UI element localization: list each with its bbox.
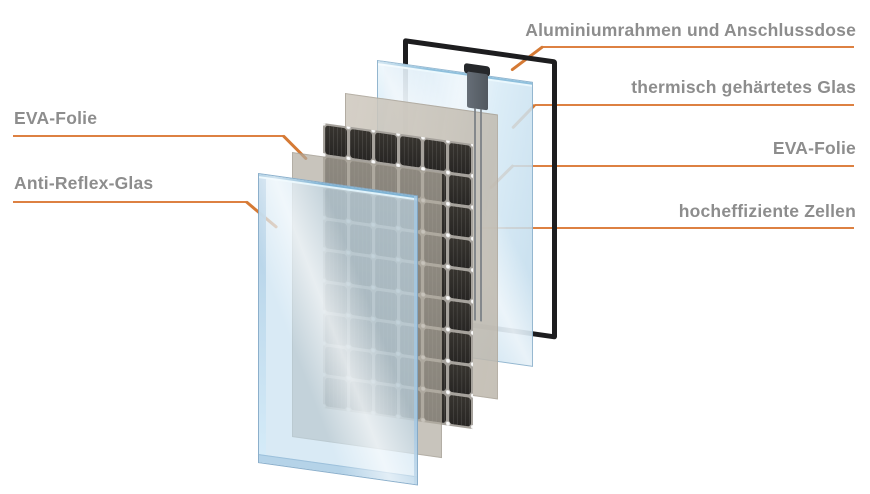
junction-box-cable <box>474 108 476 321</box>
leader-line-anti-reflex-glass <box>13 201 246 203</box>
solar-cell <box>449 205 471 238</box>
label-tempered-glass: thermisch gehärtetes Glas <box>631 77 856 97</box>
label-cells: hocheffiziente Zellen <box>678 201 856 221</box>
solar-cell <box>449 332 471 364</box>
solar-cell <box>449 237 471 270</box>
solar-cell <box>449 363 471 396</box>
solar-cell <box>449 142 471 175</box>
solar-cell <box>449 268 471 301</box>
solar-cell <box>449 395 471 427</box>
solar-cell <box>349 128 372 161</box>
label-eva-foil-front: EVA-Folie <box>14 108 98 128</box>
solar-cell <box>399 135 422 168</box>
solar-cell <box>374 132 397 164</box>
leader-line-eva-foil-back <box>513 165 854 167</box>
solar-cell <box>449 300 471 333</box>
label-aluminium-frame: Aluminiumrahmen und Anschlussdose <box>525 20 856 40</box>
label-anti-reflex-glass: Anti-Reflex-Glas <box>14 173 154 193</box>
solar-cell <box>424 139 447 171</box>
solar-cell <box>449 174 471 206</box>
junction-box-body <box>467 71 488 111</box>
label-eva-foil-back: EVA-Folie <box>772 138 856 158</box>
leader-line-aluminium-frame <box>543 46 854 48</box>
leader-line-tempered-glass <box>535 104 854 106</box>
leader-line-cells <box>478 227 854 229</box>
layer-anti-reflex-glass <box>258 173 418 486</box>
solar-cell <box>325 125 347 157</box>
glass-reflection <box>259 174 417 485</box>
junction-box-cable <box>480 109 482 322</box>
leader-line-eva-foil-front <box>13 135 283 137</box>
